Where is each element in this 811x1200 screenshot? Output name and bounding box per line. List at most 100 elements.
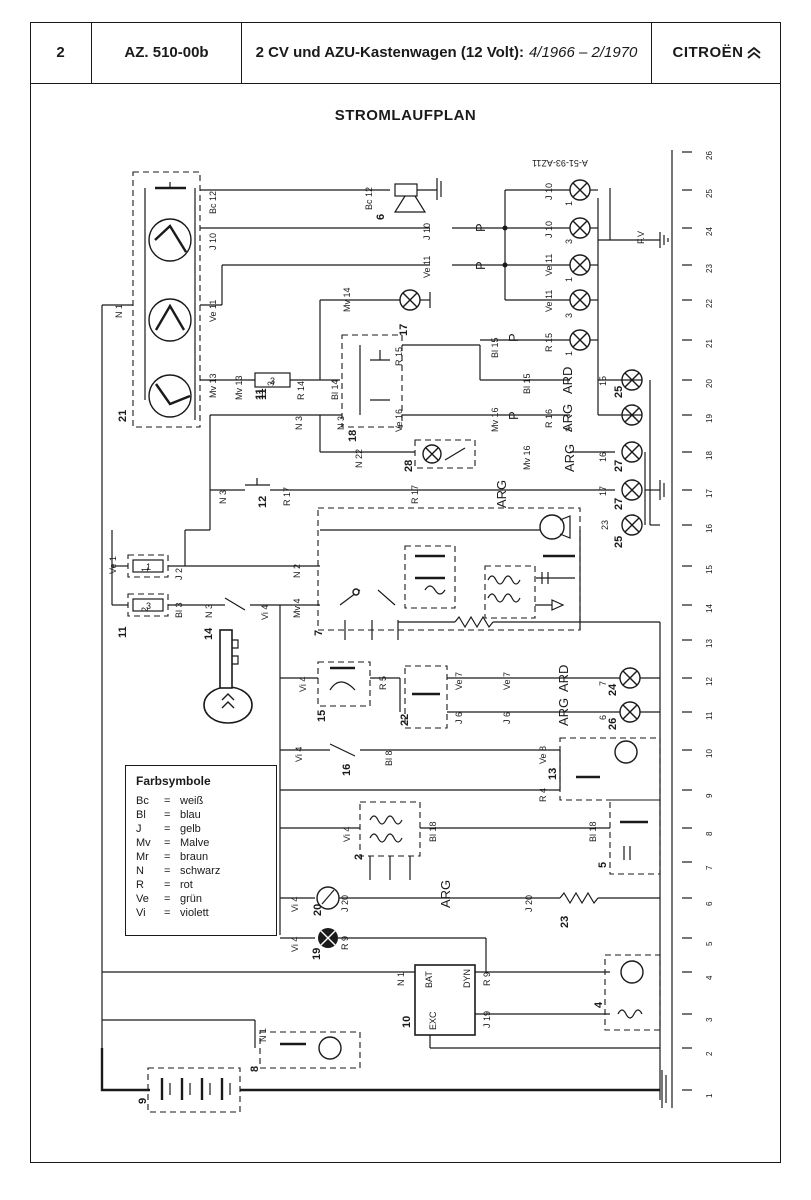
lamp-cross <box>624 482 640 498</box>
pin-number: 16 <box>598 452 608 462</box>
component-number: 7 <box>313 630 325 636</box>
wire-label: J 10 <box>422 223 432 240</box>
lamp-cross <box>572 332 588 348</box>
annotation: ARD <box>560 367 575 394</box>
stop-switch-housing <box>341 334 403 428</box>
row-number: 9 <box>705 793 714 798</box>
pin-number: 6 <box>598 715 608 720</box>
component-number: 9 <box>137 1098 149 1104</box>
fan-housing <box>559 737 661 801</box>
wire-label: N 3 <box>204 604 214 618</box>
legend-row: Bc=weiß <box>136 794 266 808</box>
stop-switch-housing <box>317 661 371 707</box>
legend-name: Malve <box>180 837 210 849</box>
production-period: 4/1966 – 2/1970 <box>528 44 638 61</box>
row-number: 11 <box>705 711 714 720</box>
wire-label: N 22 <box>354 449 364 468</box>
wire-label: Ve 7 <box>502 672 512 690</box>
wire-label: Bl 3 <box>174 602 184 618</box>
wire-label: N 3 <box>218 490 228 504</box>
drawing-reference: A-51-93-AZ11 <box>532 158 588 168</box>
fuse-number: 3 <box>270 376 275 386</box>
wire-label: Mv 13 <box>234 375 244 400</box>
component-number: 14 <box>203 627 215 640</box>
annotation: ARG <box>494 480 509 508</box>
legend-code: Bc <box>136 795 149 807</box>
component-number: 17 <box>398 324 410 336</box>
legend-eq: = <box>164 851 171 863</box>
pin-number: 23 <box>600 520 610 530</box>
wire-label: R 9 <box>482 972 492 986</box>
fuse-number: 1 <box>146 562 151 572</box>
row-number: 22 <box>705 299 714 308</box>
model-name: 2 CV und AZU-Kastenwagen (12 Volt): <box>255 44 524 61</box>
headlamp-switch-button <box>155 182 186 190</box>
ignition-coil-housing <box>359 801 421 857</box>
legend-row: Mv=Malve <box>136 836 266 850</box>
legend-code: N <box>136 865 144 877</box>
ground-symbol <box>661 1070 667 1108</box>
fan-motor <box>614 740 638 764</box>
wire-label: Bl 8 <box>384 750 394 766</box>
legend-name: braun <box>180 851 209 863</box>
warning-lamp-housing <box>414 439 476 469</box>
wire-label: N 3 <box>336 416 346 430</box>
legend-row: Bl=blau <box>136 808 266 822</box>
component-number: 23 <box>559 916 571 928</box>
row-number: 12 <box>705 677 714 686</box>
component-number: 27 <box>613 460 625 472</box>
wire-label: J 2 <box>174 568 184 580</box>
fuse-number: 2 <box>140 607 150 612</box>
wiper-motor <box>539 514 565 540</box>
component-number: 28 <box>403 460 415 472</box>
legend-row: Vi=violett <box>136 906 266 920</box>
component-number: 8 <box>249 1066 261 1072</box>
legend-eq: = <box>164 879 171 891</box>
wire-label: Mv 13 <box>208 373 218 398</box>
wire-label: Ve 8 <box>538 746 548 764</box>
relay-housing <box>404 545 456 609</box>
lamp-cross <box>624 444 640 460</box>
component-number: 4 <box>593 1001 605 1008</box>
model-description: 2 CV und AZU-Kastenwagen (12 Volt):4/196… <box>242 22 652 83</box>
terminal-label: BAT <box>424 971 434 988</box>
wire-label: J 10 <box>544 183 554 200</box>
wire-label: Vi 4 <box>290 937 300 952</box>
legend-name: blau <box>180 809 201 821</box>
wire-label: J 10 <box>208 233 218 250</box>
wire-label: R 14 <box>296 381 306 400</box>
lamp-cross <box>572 292 588 308</box>
row-number: 13 <box>705 639 714 648</box>
wire-label: Bc 12 <box>364 187 374 210</box>
component-number: 21 <box>117 410 129 422</box>
wire-label: Bc 12 <box>208 191 218 214</box>
legend-eq: = <box>164 893 171 905</box>
row-number: 5 <box>705 941 714 946</box>
coil-housing <box>484 565 536 619</box>
legend-eq: = <box>164 809 171 821</box>
wire-label: Ve 11 <box>544 254 554 276</box>
switch-dial <box>148 374 192 418</box>
wire-label: Vi 4 <box>260 605 270 620</box>
row-number: 26 <box>705 151 714 160</box>
wire-label: R 15 <box>544 333 554 352</box>
legend-code: Vi <box>136 907 146 919</box>
wire-label: R 15 <box>394 347 404 366</box>
row-number: 17 <box>705 489 714 498</box>
pin-number: 7 <box>598 681 608 686</box>
pin-number: 17 <box>598 486 608 496</box>
wire-label: Vi 4 <box>342 827 352 842</box>
page-number: 2 <box>30 22 92 83</box>
component-number: 5 <box>597 862 609 868</box>
wire-label: N 3 <box>294 416 304 430</box>
voltage-regulator <box>414 964 476 1036</box>
brand-name: CITROËN <box>672 44 744 61</box>
fuse-number: 1 <box>140 567 150 572</box>
component-number: 18 <box>347 430 359 442</box>
legend-row: Ve=grün <box>136 892 266 906</box>
row-number: 25 <box>705 189 714 198</box>
legend-row: Mr=braun <box>136 850 266 864</box>
terminal-label: DYN <box>462 969 472 988</box>
switch-dial <box>148 218 192 262</box>
